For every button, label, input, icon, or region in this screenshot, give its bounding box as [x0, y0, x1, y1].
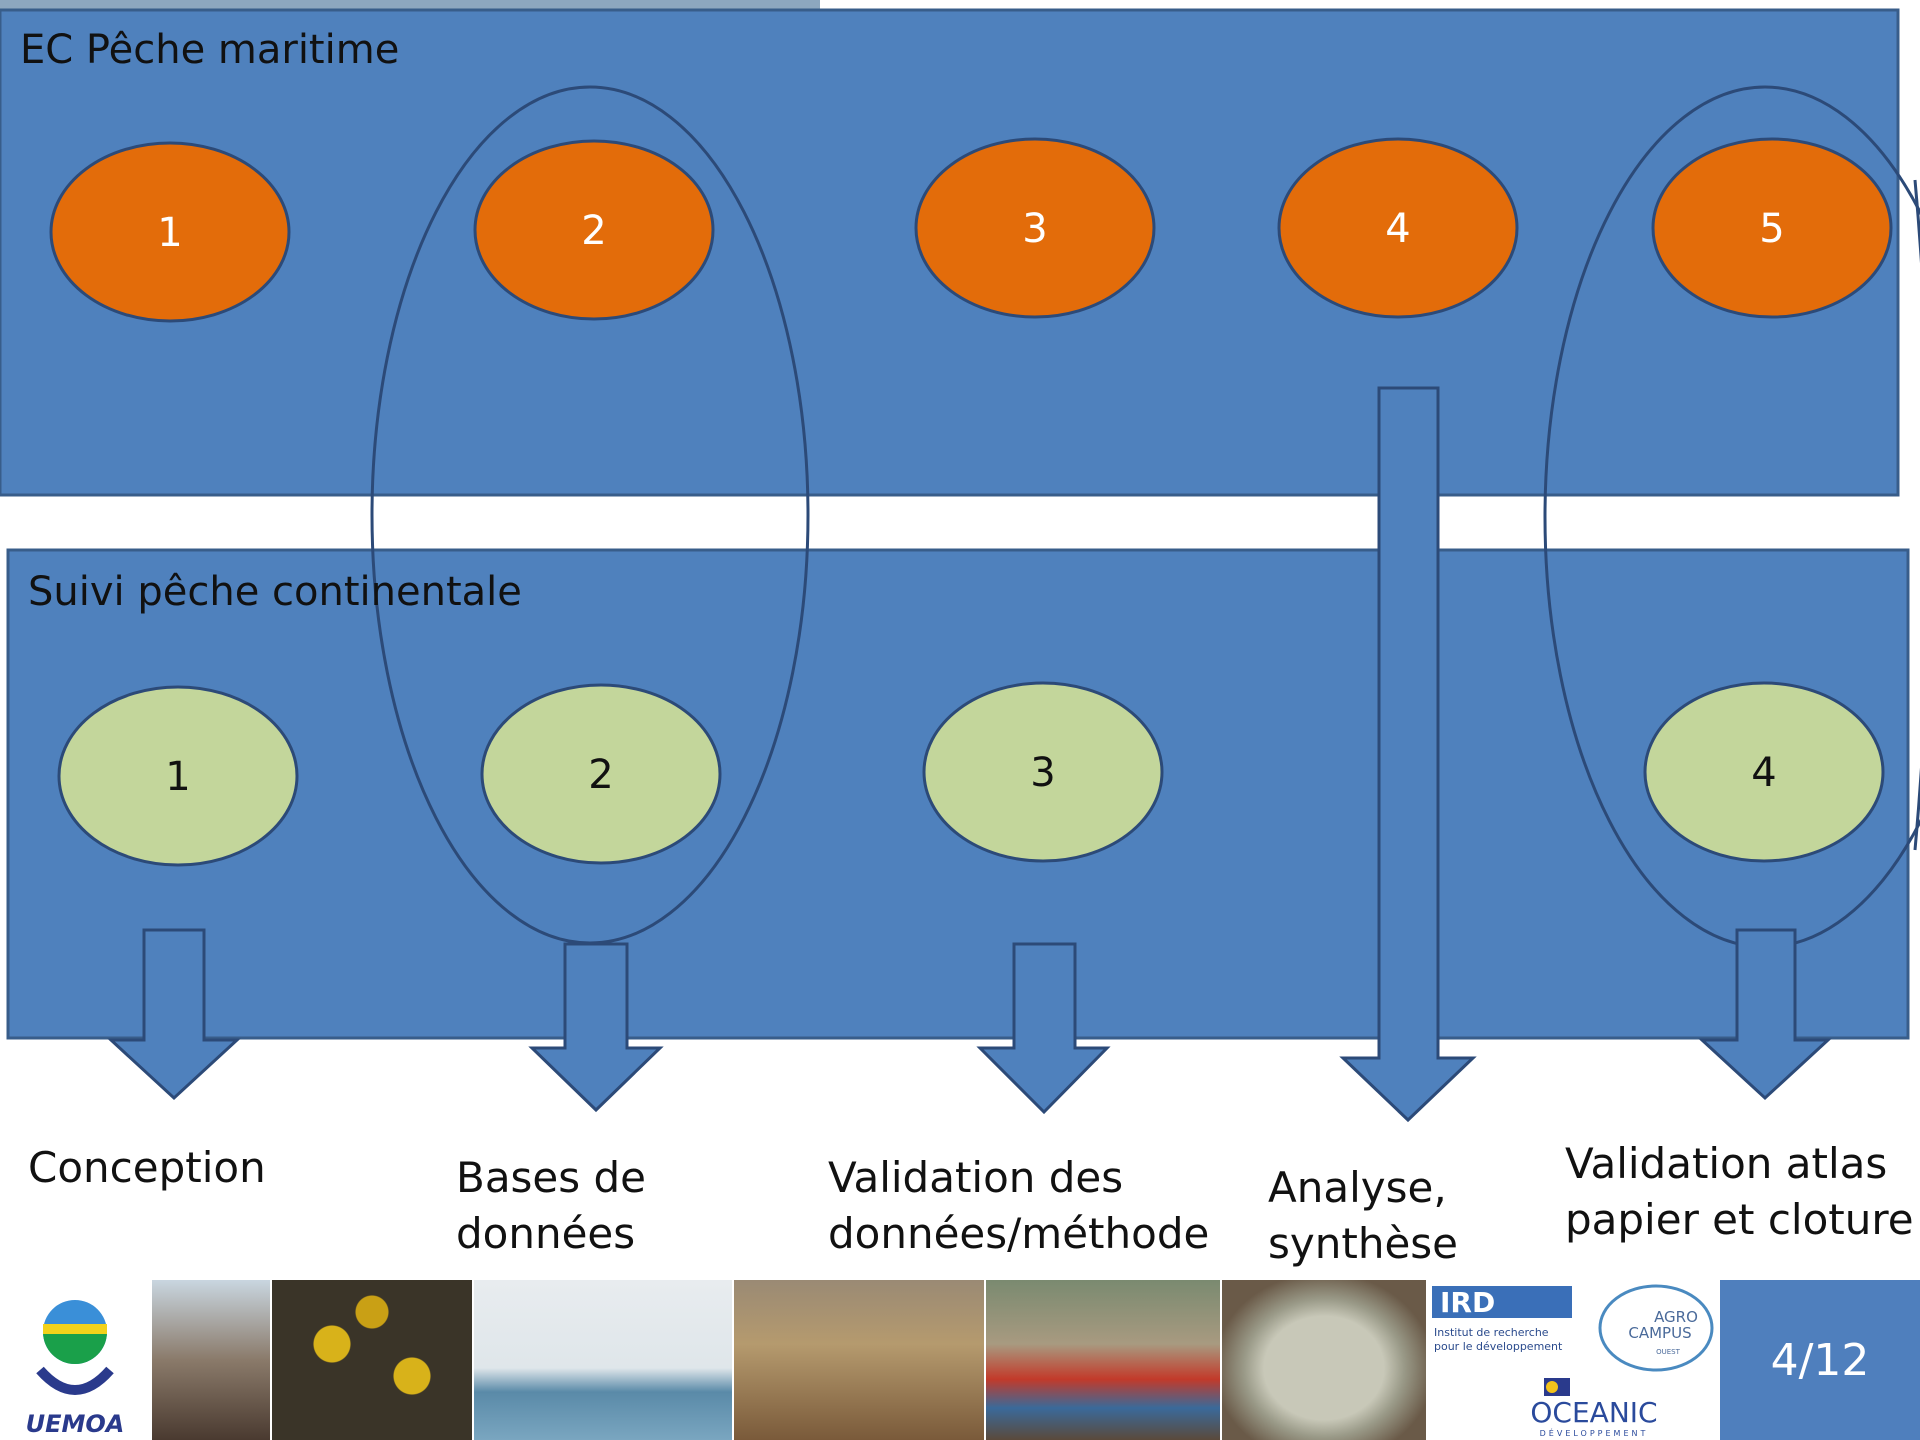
maritime-panel-title: EC Pêche maritime: [20, 27, 400, 73]
maritime-step-2-node: [473, 139, 715, 321]
page-number: 4/12: [1720, 1280, 1920, 1440]
maritime-step-3-label: 3: [1022, 206, 1047, 252]
photo-fish-basket: [1222, 1280, 1426, 1440]
continental-step-1-node: [57, 685, 299, 867]
top-photo-strip: [0, 0, 820, 10]
maritime-step-4-node: [1277, 137, 1519, 319]
arrow-analyse: [1339, 386, 1477, 1123]
arrow-bases: [528, 942, 664, 1113]
ird-logo-subtitle-2: pour le développement: [1434, 1340, 1563, 1353]
agrocampus-logo-text-2: CAMPUS: [1628, 1324, 1691, 1342]
photo-fishermen: [152, 1280, 270, 1440]
photo-fish-market: [734, 1280, 984, 1440]
maritime-step-5-label: 5: [1759, 206, 1784, 252]
uemoa-logo: UEMOA: [0, 1280, 150, 1440]
continental-panel-title: Suivi pêche continentale: [28, 569, 522, 615]
maritime-step-1-node: [49, 141, 291, 323]
maritime-step-5-node: [1651, 137, 1893, 319]
continental-step-2-label: 2: [588, 752, 613, 798]
continental-step-3-node: [922, 681, 1164, 863]
partner-logos: IRD Institut de recherche pour le dévelo…: [1428, 1280, 1720, 1440]
continental-step-2-node: [480, 683, 722, 865]
continental-step-4-node: [1643, 681, 1885, 863]
continental-step-1-label: 1: [165, 754, 190, 800]
oceanic-logo-subtitle: DÉVELOPPEMENT: [1540, 1427, 1649, 1438]
continental-step-3-label: 3: [1030, 750, 1055, 796]
footer-banner: UEMOA IRD Institut de recherche pour le …: [0, 1280, 1920, 1440]
outcome-label-analyse: Analyse,synthèse: [1268, 1163, 1459, 1268]
ird-logo-text: IRD: [1440, 1286, 1495, 1319]
arrow-conception: [107, 928, 241, 1101]
oceanic-logo-text: OCEANIC: [1530, 1396, 1657, 1429]
agrocampus-logo-text: AGRO: [1654, 1308, 1698, 1326]
outcome-label-conception: Conception: [28, 1143, 266, 1192]
arrow-validation-donnees: [976, 942, 1111, 1115]
grouping-ellipse-partial: [1913, 179, 1920, 851]
maritime-step-4-label: 4: [1385, 206, 1410, 252]
uemoa-logo-text: UEMOA: [26, 1410, 125, 1438]
photo-pirogue-sea: [474, 1280, 732, 1440]
arrow-validation-atlas: [1698, 928, 1832, 1101]
maritime-step-1-label: 1: [157, 210, 182, 256]
photo-boats-harbor: [986, 1280, 1220, 1440]
photo-fishing-floats: [272, 1280, 472, 1440]
continental-step-4-label: 4: [1751, 750, 1776, 796]
agrocampus-logo-text-3: OUEST: [1656, 1348, 1680, 1356]
process-diagram: 1 2 3 4 5 1 2 3 4: [0, 0, 1920, 1123]
ird-logo-subtitle-1: Institut de recherche: [1434, 1326, 1549, 1339]
maritime-step-2-label: 2: [581, 208, 606, 254]
maritime-step-3-node: [914, 137, 1156, 319]
